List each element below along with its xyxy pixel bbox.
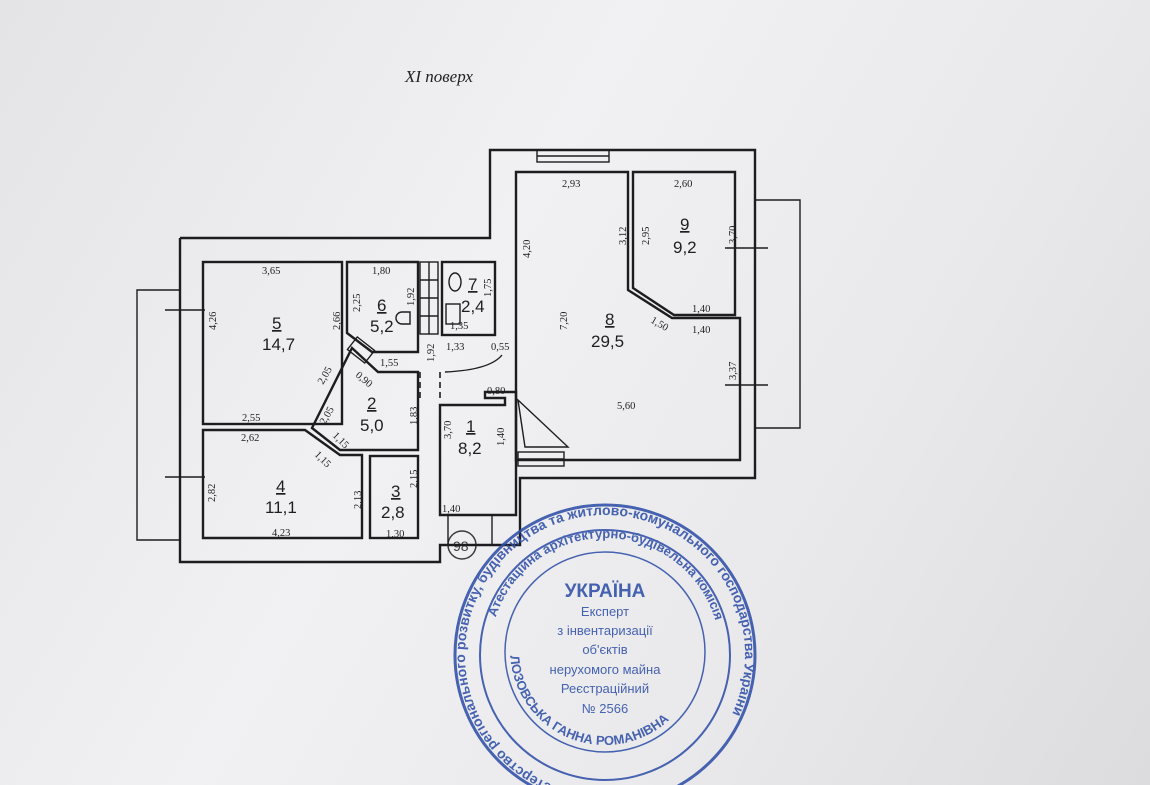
room-labels: 1 8,2 2 5,0 3 2,8 4 11,1 5 14,7 6 5,2 7 … — [262, 215, 697, 522]
dimension: 2,05 — [316, 365, 335, 386]
room-area: 5,0 — [360, 416, 384, 435]
dimension: 1,15 — [330, 430, 351, 451]
room-number: 3 — [391, 482, 400, 501]
dimension: 1,55 — [380, 358, 398, 369]
outer-walls — [136, 148, 801, 564]
dimension: 2,62 — [241, 433, 259, 444]
room-area: 5,2 — [370, 317, 394, 336]
dimension: 2,60 — [674, 179, 692, 190]
dimension: 3,70 — [728, 226, 739, 244]
washbasin-icon — [395, 311, 411, 325]
dimension: 7,20 — [559, 312, 570, 330]
dimension: 2,55 — [242, 413, 260, 424]
room-area: 29,5 — [591, 332, 624, 351]
dimension: 1,75 — [483, 279, 494, 297]
dimension: 3,12 — [618, 227, 629, 245]
dimension: 1,33 — [446, 342, 464, 353]
room-8-outline — [514, 170, 742, 462]
dimension: 4,20 — [522, 240, 533, 258]
dimension: 2,25 — [352, 294, 363, 312]
dimension: 4,26 — [208, 312, 219, 330]
dimension: 2,15 — [409, 470, 420, 488]
stove-icon — [517, 398, 570, 448]
stamp-mark: 98 — [453, 538, 469, 554]
room-number: 2 — [367, 394, 376, 413]
floor-title: XI поверх — [404, 67, 473, 86]
dimension: 1,80 — [372, 266, 390, 277]
room-number: 5 — [272, 314, 281, 333]
dimension: 0,80 — [487, 386, 505, 397]
svg-text:об'єктів: об'єктів — [582, 642, 627, 657]
dimension: 1,40 — [692, 325, 710, 336]
dimension: 1,50 — [649, 315, 670, 334]
dimension: 1,83 — [409, 407, 420, 425]
boiler-icon — [346, 335, 376, 365]
room-number: 6 — [377, 296, 386, 315]
dimension: 1,40 — [496, 428, 507, 446]
dimension: 2,93 — [562, 179, 580, 190]
svg-text:№ 2566: № 2566 — [582, 701, 628, 716]
dimension: 0,55 — [491, 342, 509, 353]
room-area: 8,2 — [458, 439, 482, 458]
dimension: 1,35 — [450, 321, 468, 332]
room-area: 2,4 — [461, 297, 485, 316]
room-number: 4 — [276, 477, 285, 496]
room-area: 9,2 — [673, 238, 697, 257]
svg-text:з інвентаризації: з інвентаризації — [557, 623, 653, 638]
dimension: 2,13 — [353, 491, 364, 509]
dimension: 1,92 — [426, 344, 437, 362]
dimension: 1,15 — [312, 449, 333, 470]
room-2-outline — [310, 346, 420, 452]
dimension: 3,65 — [262, 266, 280, 277]
room-area: 14,7 — [262, 335, 295, 354]
svg-text:Реєстраційний: Реєстраційний — [561, 681, 649, 696]
dimension: 2,95 — [641, 227, 652, 245]
dimension: 5,60 — [617, 401, 635, 412]
room-number: 1 — [466, 417, 475, 436]
room-9-outline — [631, 170, 737, 317]
room-4-outline — [201, 428, 364, 540]
room-7-outline — [440, 260, 497, 337]
sink-icon — [445, 303, 461, 325]
room-number: 9 — [680, 215, 689, 234]
svg-text:нерухомого майна: нерухомого майна — [550, 662, 662, 677]
room-walls — [201, 170, 742, 546]
room-area: 2,8 — [381, 503, 405, 522]
dimension: 1,92 — [406, 288, 417, 306]
room-3-outline — [368, 454, 420, 540]
dimension: 0,90 — [353, 370, 374, 390]
dimension-labels: 3,65 4,26 2,66 2,55 1,80 2,25 1,92 1,92 … — [207, 179, 739, 540]
dimension: 3,37 — [728, 362, 739, 380]
room-area: 11,1 — [265, 498, 297, 517]
dimension: 2,66 — [332, 312, 343, 330]
room-6-outline — [345, 260, 420, 354]
dimension: 1,30 — [386, 529, 404, 540]
dimension: 4,23 — [272, 528, 290, 539]
room-number: 8 — [605, 310, 614, 329]
room-number: 7 — [468, 275, 477, 294]
dimension: 1,40 — [692, 304, 710, 315]
toilet-icon — [448, 272, 462, 292]
svg-text:УКРАЇНА: УКРАЇНА — [565, 581, 646, 602]
room-5-outline — [201, 260, 344, 426]
dimension: 3,70 — [443, 421, 454, 439]
svg-text:Експерт: Експерт — [581, 604, 629, 619]
dimension: 1,40 — [442, 504, 460, 515]
dimension: 2,82 — [207, 484, 218, 502]
